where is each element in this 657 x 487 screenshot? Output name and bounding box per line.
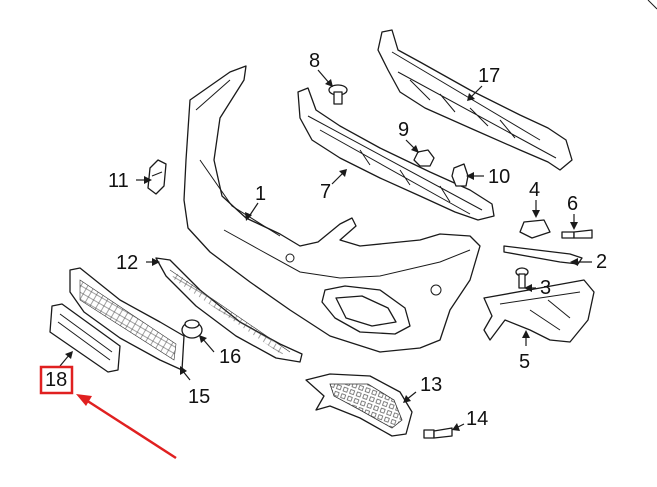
callout-3: 3	[540, 277, 551, 299]
part-14-screw[interactable]	[423, 427, 453, 439]
callout-8: 8	[309, 50, 320, 72]
part-16-plug[interactable]	[181, 319, 203, 339]
callout-13: 13	[420, 374, 442, 396]
part-6-screw[interactable]	[561, 229, 593, 239]
callout-5: 5	[519, 351, 530, 373]
part-7-absorber[interactable]	[297, 87, 495, 221]
part-3-screw[interactable]	[515, 267, 529, 289]
callout-14: 14	[466, 408, 488, 430]
callout-4: 4	[529, 179, 540, 201]
part-1-bumper-cover[interactable]	[183, 65, 481, 353]
highlight-arrow-head	[76, 394, 92, 406]
leader-lines	[59, 69, 592, 431]
callout-15: 15	[188, 386, 210, 408]
callout-9: 9	[398, 119, 409, 141]
callout-12: 12	[116, 252, 138, 274]
part-2-strip[interactable]	[503, 245, 583, 265]
corner-mark	[647, 0, 657, 10]
part-5-bracket[interactable]	[483, 279, 595, 343]
part-17-reinforcement[interactable]	[377, 29, 573, 171]
callout-17: 17	[478, 65, 500, 87]
part-18-plate-bracket[interactable]	[49, 303, 121, 373]
highlight-part-18	[39, 365, 177, 460]
callout-10: 10	[488, 166, 510, 188]
part-10-clip[interactable]	[451, 163, 469, 187]
callout-18: 18	[45, 369, 67, 391]
callout-6: 6	[567, 193, 578, 215]
part-11-cap[interactable]	[147, 159, 167, 195]
callout-7: 7	[320, 181, 331, 203]
callout-1: 1	[255, 183, 266, 205]
part-4-nut[interactable]	[519, 219, 551, 239]
callout-11: 11	[108, 170, 129, 192]
callout-16: 16	[219, 346, 241, 368]
part-13-fog-grille[interactable]	[305, 373, 413, 437]
highlight-arrow-line	[85, 398, 177, 460]
highlight-box	[39, 365, 74, 395]
part-12-grille-strip[interactable]	[155, 257, 303, 363]
callout-2: 2	[596, 251, 607, 273]
part-9-nut[interactable]	[413, 149, 435, 167]
part-8-bolt[interactable]	[328, 84, 348, 105]
callout-labels: 1 2 3 4 5 6 7 8 9 10 11 12 13 14 15 16 1…	[45, 50, 607, 430]
